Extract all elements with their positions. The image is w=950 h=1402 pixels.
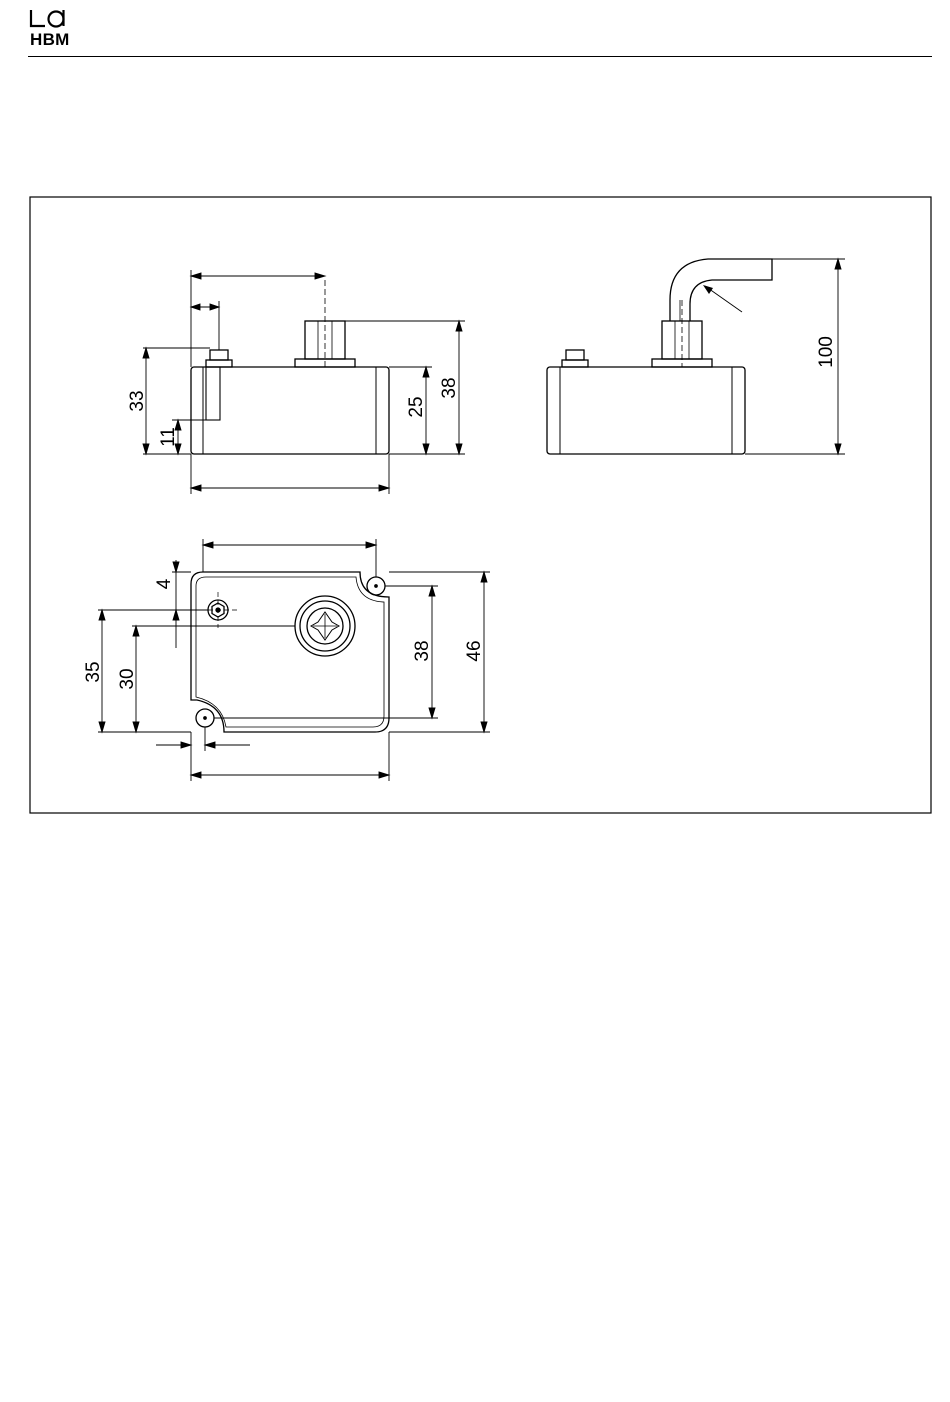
cable (670, 259, 772, 321)
dim-46-label: 46 (464, 640, 485, 661)
right-view (547, 259, 772, 454)
sensor-body-right (547, 367, 745, 454)
dim-100-label: 100 (816, 336, 837, 368)
dim-33-label: 33 (127, 390, 148, 411)
dim-25-label: 25 (406, 396, 427, 417)
top-view (191, 572, 389, 732)
dim-30-label: 30 (117, 668, 138, 689)
dim-38-top-label: 38 (412, 640, 433, 661)
drawing-frame (30, 197, 931, 813)
side-view (191, 280, 389, 454)
small-fitting (210, 350, 228, 360)
right-view-dimension-labels: 100 (816, 336, 837, 368)
side-view-dimension-labels: 33 11 25 38 (127, 377, 460, 446)
sensor-body-side (191, 367, 389, 454)
dim-38-label: 38 (439, 377, 460, 398)
dim-4-label: 4 (154, 578, 175, 589)
dim-11-label: 11 (158, 427, 179, 447)
side-tube (206, 367, 220, 420)
sensor-body-top (191, 572, 389, 732)
top-view-dimension-labels: 4 35 30 38 46 (83, 578, 485, 689)
dim-35-label: 35 (83, 661, 104, 682)
